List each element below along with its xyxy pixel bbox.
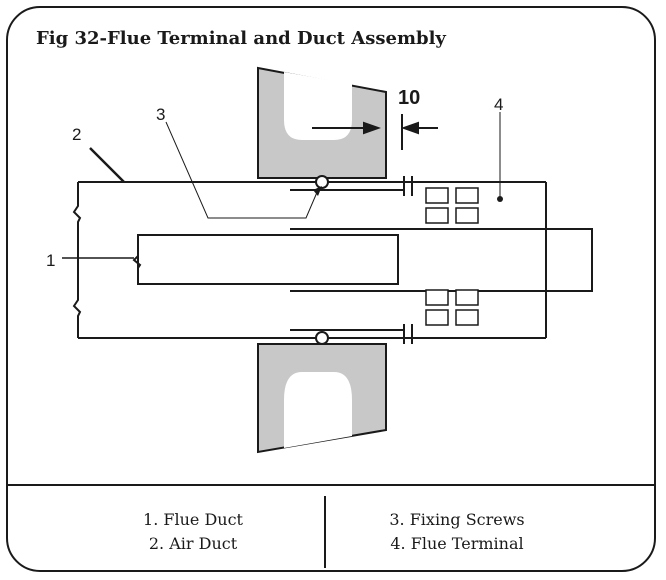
legend-item-fixing-screws: 3. Fixing Screws <box>389 510 525 529</box>
terminal-grille-top <box>425 187 479 224</box>
leader-line-2 <box>89 147 125 183</box>
callout-2: 2 <box>72 125 81 144</box>
fixing-screw-top <box>315 175 329 189</box>
legend-item-flue-terminal: 4. Flue Terminal <box>390 534 524 553</box>
leader-lines <box>62 112 501 259</box>
flue-terminal <box>398 228 593 292</box>
flue-terminal-body <box>290 228 412 292</box>
wall-section-top <box>257 66 387 179</box>
terminal-grille-bottom <box>425 289 479 326</box>
screw-leader-arrowhead <box>313 186 322 196</box>
dimension-label: 10 <box>398 87 420 109</box>
legend-item-air-duct: 2. Air Duct <box>148 534 238 553</box>
legend-separator <box>324 496 326 568</box>
callout-1: 1 <box>46 251 55 270</box>
wall-section-bottom <box>257 343 387 454</box>
callout-4: 4 <box>494 95 503 114</box>
figure-title: Fig 32-Flue Terminal and Duct Assembly <box>36 28 446 49</box>
leader-line-3 <box>165 121 319 219</box>
callout-3: 3 <box>156 105 165 124</box>
legend-left-column: 1. Flue Duct 2. Air Duct <box>68 508 318 556</box>
fixing-screw-bottom <box>315 331 329 345</box>
terminal-marker-dot <box>497 196 503 202</box>
dimension-arrows <box>312 114 438 150</box>
figure-frame: Fig 32-Flue Terminal and Duct Assembly 1… <box>6 6 656 572</box>
clamp-lines <box>290 176 413 344</box>
legend-right-column: 3. Fixing Screws 4. Flue Terminal <box>332 508 582 556</box>
legend-item-flue-duct: 1. Flue Duct <box>143 510 243 529</box>
flue-duct <box>132 234 399 285</box>
air-duct <box>72 181 547 339</box>
legend-divider <box>8 484 654 486</box>
